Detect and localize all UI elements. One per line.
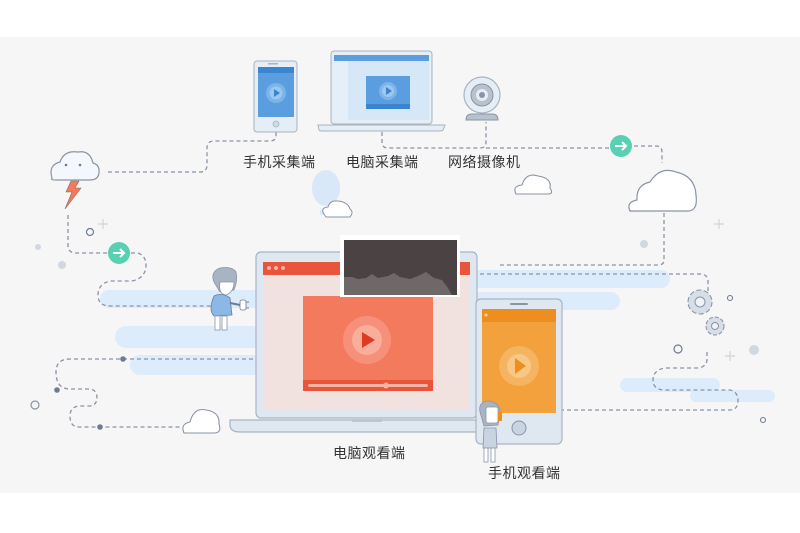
label-ip-camera: 网络摄像机 [448, 155, 521, 171]
connector-dots [54, 356, 126, 430]
decorations [30, 219, 767, 424]
play-icon [515, 358, 526, 374]
label-mobile-viewer: 手机观看端 [488, 466, 561, 482]
pc-capture-device [317, 50, 446, 132]
person-plug-icon [210, 267, 249, 331]
play-icon [362, 332, 375, 348]
gear-icon [687, 289, 725, 336]
overlay-image [340, 235, 460, 297]
label-pc-viewer: 电脑观看端 [333, 446, 406, 462]
mobile-capture-device [253, 60, 298, 133]
cloud-icon [628, 169, 697, 212]
play-icon [274, 89, 280, 97]
ip-camera-device [463, 76, 501, 121]
label-mobile-capture: 手机采集端 [243, 155, 316, 171]
cloud-icon [514, 174, 553, 195]
play-icon [386, 87, 392, 95]
hot-air-balloon-icon [312, 170, 353, 218]
storm-cloud-icon [50, 151, 100, 210]
person-phone-icon [479, 400, 502, 463]
overlay-image-content [344, 240, 457, 295]
arrow-right-icon [108, 242, 130, 264]
label-pc-capture: 电脑采集端 [346, 155, 419, 171]
cloud-icon [182, 408, 221, 434]
dashed-connectors [55, 102, 739, 428]
arrow-right-icon [610, 135, 632, 157]
